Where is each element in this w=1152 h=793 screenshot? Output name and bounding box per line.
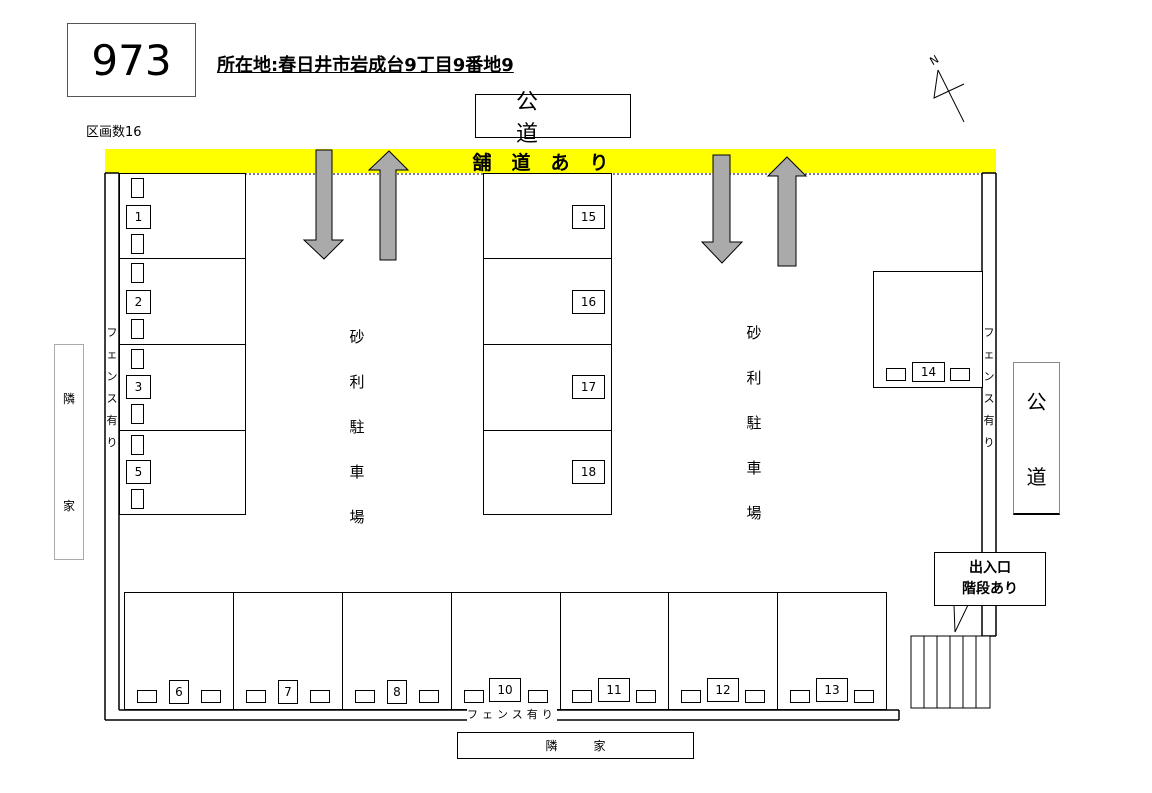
entrance-callout: 出入口 階段あり: [934, 552, 1046, 606]
wheel-stop: [131, 178, 144, 198]
wheel-stop: [131, 319, 144, 339]
wheel-stop: [131, 263, 144, 283]
space-number: 8: [387, 680, 407, 704]
paved-road-label: 舗道あり: [472, 151, 629, 174]
gravel-parking-label-right: 砂 利 駐 車 場: [746, 324, 762, 522]
neighbor-house-bottom: 隣 家: [457, 732, 694, 759]
lot-number: 973: [91, 35, 172, 85]
space-number: 15: [572, 205, 605, 229]
entrance-line-1: 出入口: [969, 560, 1011, 576]
wheel-stop: [681, 690, 701, 703]
space-number: 10: [489, 678, 521, 702]
fence-label-left: フ ェ ン ス 有 り: [106, 326, 118, 449]
wheel-stop: [572, 690, 592, 703]
space-number: 6: [169, 680, 189, 704]
lot-number-box: 973: [67, 23, 196, 97]
space-number: 11: [598, 678, 630, 702]
gravel-parking-label-left: 砂 利 駐 車 場: [349, 328, 365, 526]
space-number: 5: [126, 460, 151, 484]
arrow-up-right: [766, 156, 808, 267]
arrow-down-right: [700, 154, 744, 264]
space-number: 12: [707, 678, 739, 702]
space-number: 13: [816, 678, 848, 702]
wheel-stop: [886, 368, 906, 381]
compass-icon: N: [928, 53, 965, 123]
arrow-down-left: [302, 149, 345, 260]
wheel-stop: [137, 690, 157, 703]
wheel-stop: [528, 690, 548, 703]
wheel-stop: [950, 368, 970, 381]
space-number: 14: [912, 362, 945, 382]
wheel-stop: [745, 690, 765, 703]
neighbor-left-char-1: 隣: [62, 392, 75, 406]
lot-count-label: 区画数16: [86, 125, 142, 140]
public-road-top: 公道: [475, 90, 631, 147]
entrance-line-2: 階段あり: [962, 581, 1018, 597]
entrance-stairs: [910, 635, 991, 709]
wheel-stop: [131, 404, 144, 424]
wheel-stop: [131, 349, 144, 369]
space-number: 2: [126, 290, 151, 314]
space-number: 18: [572, 460, 605, 484]
address-label: 所在地:春日井市岩成台9丁目9番地9: [217, 55, 514, 76]
wheel-stop: [310, 690, 330, 703]
wheel-stop: [464, 690, 484, 703]
public-road-right-char-1: 公: [1026, 390, 1047, 414]
wheel-stop: [854, 690, 874, 703]
neighbor-house-left: 隣 家: [54, 344, 84, 560]
wheel-stop: [355, 690, 375, 703]
wheel-stop: [131, 435, 144, 455]
space-number: 3: [126, 375, 151, 399]
public-road-right-char-2: 道: [1026, 465, 1047, 489]
neighbor-left-char-2: 家: [62, 499, 75, 513]
wheel-stop: [246, 690, 266, 703]
space-number: 17: [572, 375, 605, 399]
space-number: 1: [126, 205, 151, 229]
wheel-stop: [419, 690, 439, 703]
fence-label-bottom: フェンス有り: [467, 706, 557, 722]
wheel-stop: [790, 690, 810, 703]
space-number: 16: [572, 290, 605, 314]
wheel-stop: [636, 690, 656, 703]
arrow-up-left: [367, 150, 410, 261]
public-road-right: 公 道: [1013, 362, 1060, 515]
wheel-stop: [201, 690, 221, 703]
paved-road-band: 舗道あり: [105, 149, 996, 174]
neighbor-bottom-label: 隣 家: [545, 739, 606, 753]
fence-label-right: フ ェ ン ス 有 り: [983, 326, 995, 449]
space-number: 7: [278, 680, 298, 704]
wheel-stop: [131, 489, 144, 509]
wheel-stop: [131, 234, 144, 254]
public-road-top-label: 公道: [516, 90, 579, 147]
